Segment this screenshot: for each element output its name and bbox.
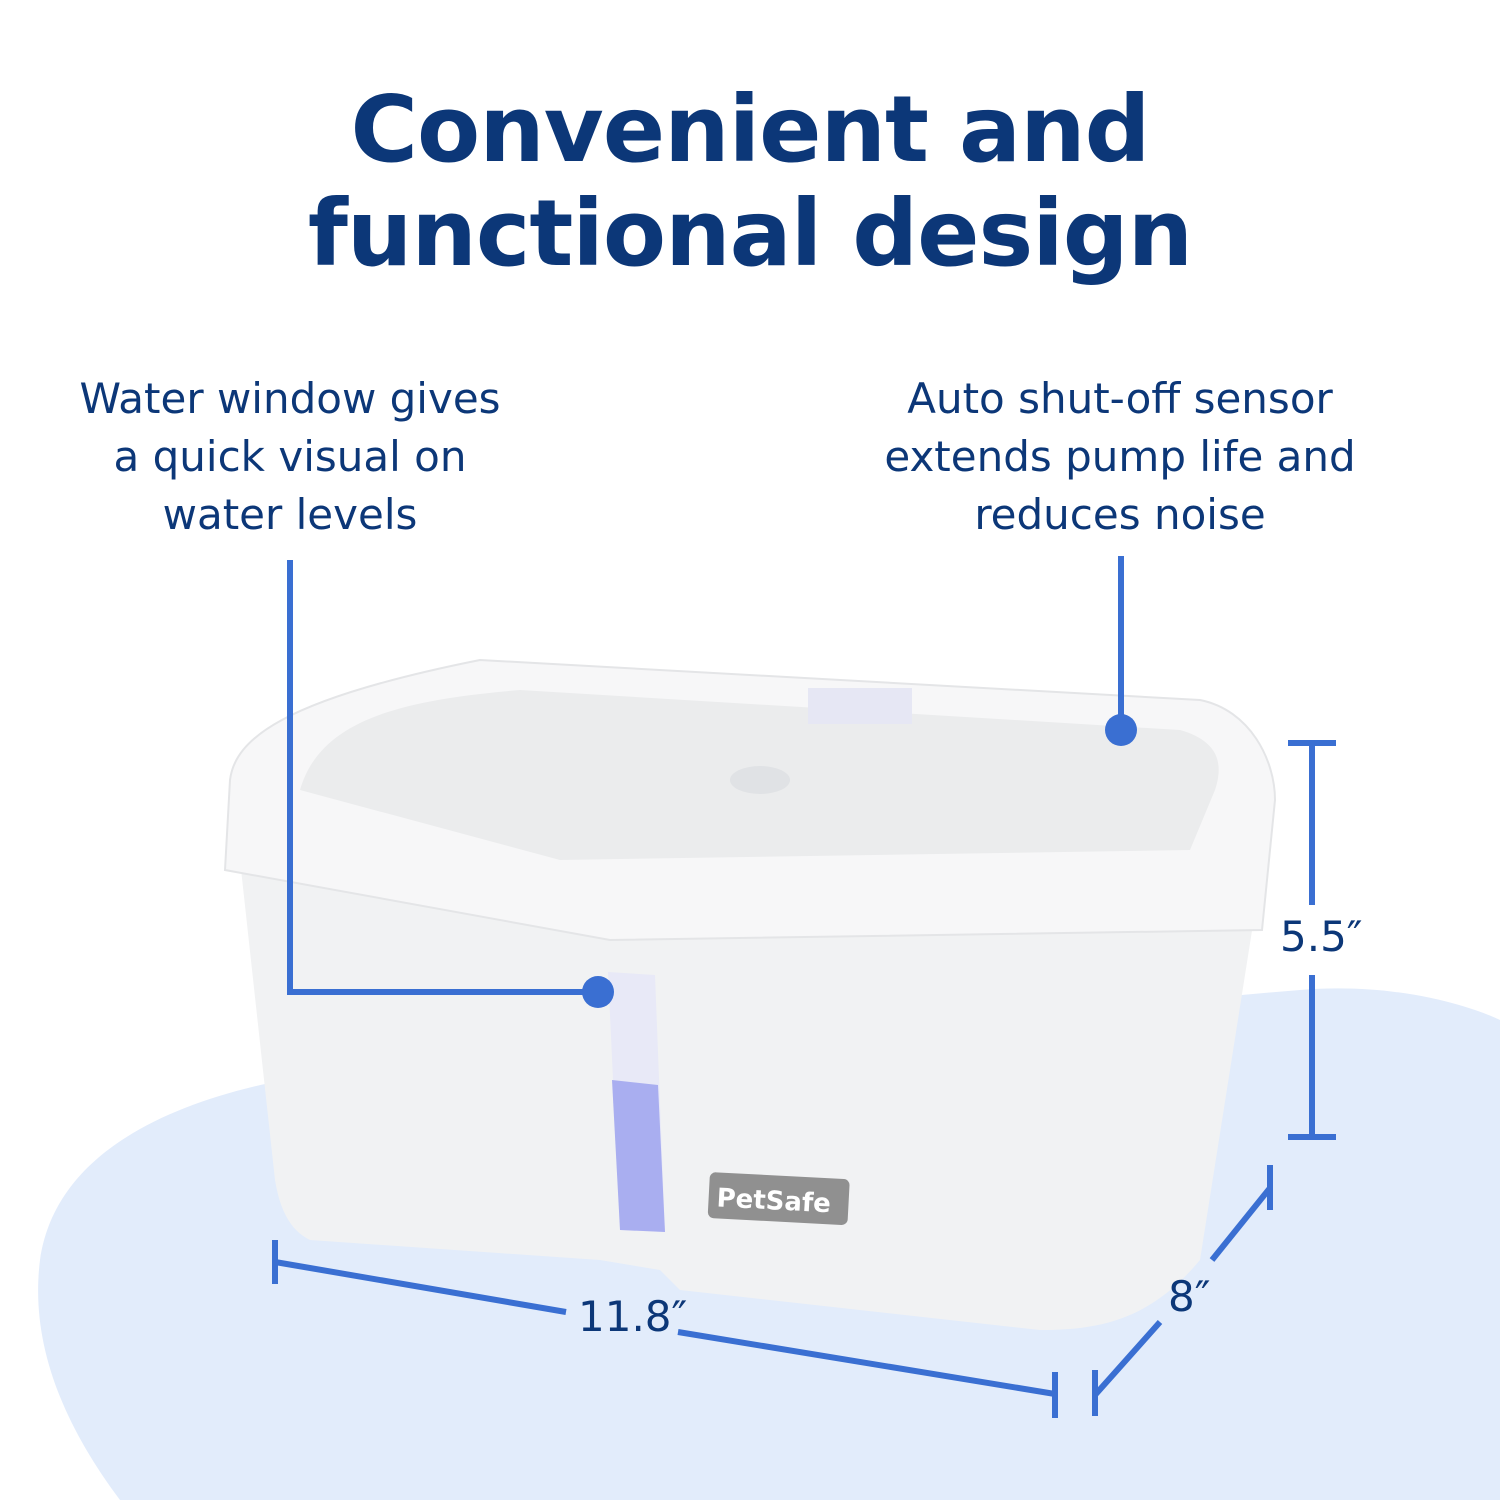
callout-text: reduces noise bbox=[974, 490, 1266, 539]
water-fountain bbox=[223, 658, 1277, 1330]
callout-text: water levels bbox=[162, 490, 418, 539]
callout-sensor: Auto shut-off sensor extends pump life a… bbox=[860, 370, 1380, 544]
svg-text:PetSafe: PetSafe bbox=[716, 1183, 832, 1219]
callout-water-window: Water window gives a quick visual on wat… bbox=[40, 370, 540, 544]
callout-text: Water window gives bbox=[79, 374, 501, 423]
height-dimension-label: 5.5″ bbox=[1280, 912, 1363, 961]
petsafe-logo: PetSafe bbox=[707, 1172, 850, 1225]
width-dimension-label: 11.8″ bbox=[578, 1292, 688, 1341]
callout-text: Auto shut-off sensor bbox=[907, 374, 1333, 423]
callout-text: extends pump life and bbox=[884, 432, 1356, 481]
title-line-2: functional design bbox=[307, 180, 1193, 287]
callout-dot-water-window bbox=[582, 976, 614, 1008]
page-title: Convenient and functional design bbox=[0, 78, 1500, 286]
dimension-lines bbox=[272, 740, 1336, 1418]
callout-text: a quick visual on bbox=[113, 432, 467, 481]
callout-dot-sensor bbox=[1105, 714, 1137, 746]
title-line-1: Convenient and bbox=[350, 76, 1151, 183]
depth-dimension-label: 8″ bbox=[1168, 1272, 1211, 1321]
callout-line-water-window bbox=[287, 560, 598, 995]
